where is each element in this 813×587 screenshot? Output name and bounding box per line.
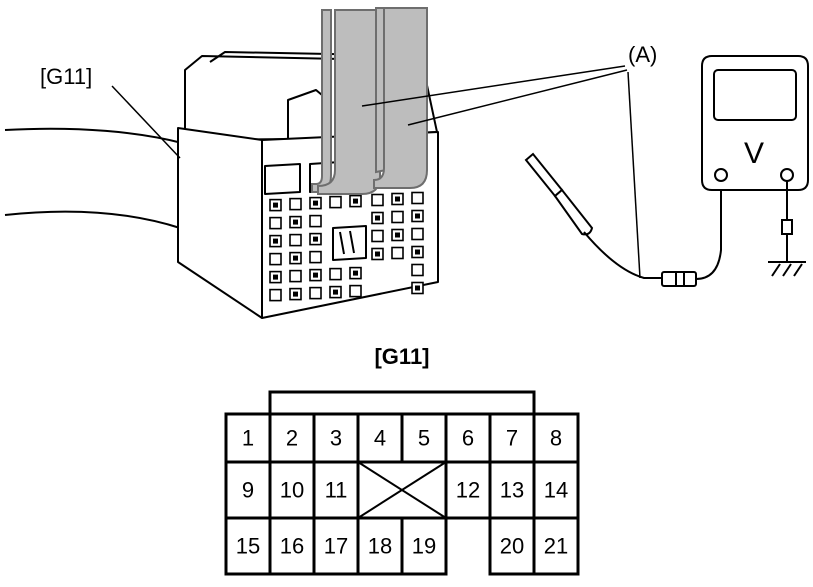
positive-terminal-icon	[714, 168, 728, 182]
connector-cavity	[349, 284, 362, 298]
cavity-terminal	[353, 198, 358, 204]
probe-a-right	[373, 7, 428, 189]
connector-cavity	[329, 195, 342, 209]
probe-a-left	[311, 9, 381, 195]
connector-cavity	[371, 229, 384, 243]
pin-label: 5	[418, 426, 430, 451]
pin-label: 21	[544, 534, 568, 559]
connector-cavity	[329, 267, 342, 281]
pin-label: 17	[324, 534, 348, 559]
voltmeter: V	[701, 55, 809, 191]
pin-labels: 1 2 3 4 5 6 7 8 9 10 11 12 13 14 15 16 1…	[236, 426, 568, 559]
negative-terminal-icon	[780, 168, 794, 182]
connector-cavity	[309, 214, 322, 228]
pin-label: 10	[280, 478, 304, 503]
ground-icon	[768, 181, 806, 277]
test-lead-probe	[524, 152, 722, 287]
cavity-terminal	[293, 291, 298, 297]
cavity-terminal	[415, 285, 420, 291]
cavity-terminal	[313, 236, 318, 242]
blank-cavity-x-icon	[357, 461, 447, 519]
cavity-terminal	[395, 232, 400, 238]
cavity-terminal	[293, 255, 298, 261]
connector-cavity	[289, 269, 302, 283]
connector-cavity	[269, 216, 282, 230]
pin-label: 6	[462, 426, 474, 451]
cavity-terminal	[273, 202, 278, 208]
connector-cavity	[391, 246, 404, 260]
connector-cavity	[309, 250, 322, 264]
connector-cavities	[269, 191, 424, 302]
cavity-terminal	[375, 251, 380, 257]
probe-label-leaders	[361, 65, 641, 279]
voltmeter-symbol: V	[744, 137, 764, 170]
cavity-terminal	[375, 215, 380, 221]
pin-label: 16	[280, 534, 304, 559]
pin-label: 8	[550, 426, 562, 451]
cavity-terminal	[293, 219, 298, 225]
cavity-terminal	[273, 274, 278, 280]
connector-cavity	[309, 286, 322, 300]
cavity-terminal	[313, 200, 318, 206]
pin-label: 13	[500, 478, 524, 503]
pin-label: 7	[506, 426, 518, 451]
cavity-terminal	[273, 238, 278, 244]
cavity-terminal	[395, 196, 400, 202]
cavity-terminal	[353, 270, 358, 276]
cavity-terminal	[415, 249, 420, 255]
connector-cavity	[269, 252, 282, 266]
pin-label: 2	[286, 426, 298, 451]
probe-label: (A)	[628, 42, 657, 67]
wire-harness	[4, 127, 183, 229]
connector-cavity	[391, 210, 404, 224]
pin-label: 4	[374, 426, 386, 451]
connector-cavity	[411, 227, 424, 241]
pin-label: 15	[236, 534, 260, 559]
pin-label: 3	[330, 426, 342, 451]
connector-cavity	[289, 197, 302, 211]
pin-label: 18	[368, 534, 392, 559]
pin-label: 12	[456, 478, 480, 503]
pinout-title: [G11]	[374, 344, 429, 369]
connector-cavity	[269, 288, 282, 302]
cavity-terminal	[313, 272, 318, 278]
voltmeter-display	[713, 69, 797, 121]
pin-label: 11	[325, 478, 348, 503]
connector-cavity	[289, 233, 302, 247]
connector-cavity	[411, 191, 424, 205]
connector-cavity	[371, 193, 384, 207]
pin-label: 20	[500, 534, 524, 559]
cavity-terminal	[333, 289, 338, 295]
connector-label-leader	[111, 85, 181, 159]
pin-label: 14	[544, 478, 568, 503]
pin-label: 1	[242, 426, 254, 451]
pin-label: 9	[242, 478, 254, 503]
connector-label: [G11]	[40, 64, 92, 89]
cavity-terminal	[415, 213, 420, 219]
pin-label: 19	[412, 534, 436, 559]
pinout-grid	[224, 390, 580, 576]
connector-cavity	[411, 263, 424, 277]
